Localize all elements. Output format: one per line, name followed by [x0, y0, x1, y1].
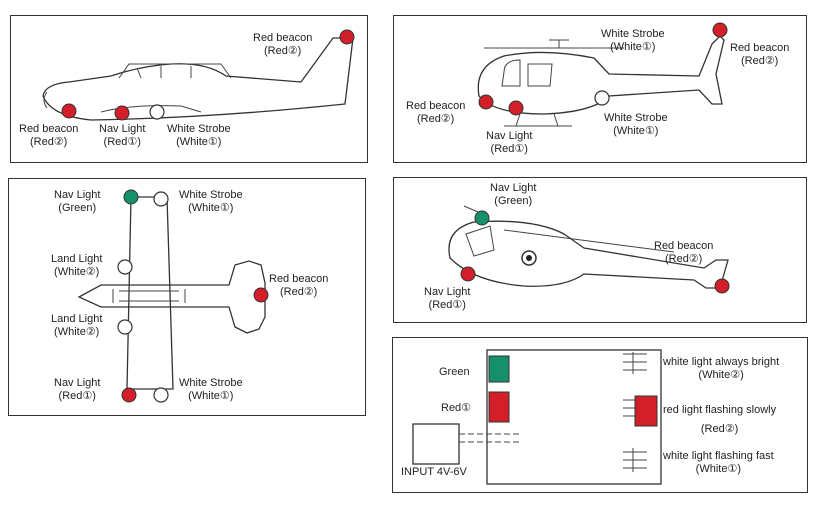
airplane-side-drawing [42, 29, 355, 121]
label-nav-light: Nav Light(Red①) [99, 123, 146, 148]
label-red: Red① [441, 402, 472, 414]
helicopter-angle-drawing [448, 205, 730, 294]
label-nav-light: Nav Light(Red①) [486, 130, 533, 155]
label-red-beacon-tail: Red beacon(Red②) [730, 42, 790, 67]
red-beacon-nose-light [61, 103, 77, 119]
airplane-top-view-panel: Nav Light(Green) White Strobe(White①) La… [8, 178, 366, 416]
nav-light-red [460, 266, 476, 282]
label-output-3: white light flashing fast(White①) [663, 450, 774, 475]
nav-light-green [474, 210, 490, 226]
airplane-top-drawing [77, 189, 269, 403]
airplane-side-view-panel: Red beacon(Red②) Red beacon(Red②) Nav Li… [10, 15, 368, 163]
label-red-beacon-nose: Red beacon(Red②) [19, 123, 79, 148]
wiring-diagram-panel: Green Red① INPUT 4V-6V white light alway… [392, 337, 808, 493]
label-land-light-2: Land Light(White②) [51, 313, 103, 338]
label-red-beacon-tail: Red beacon(Red②) [253, 32, 313, 57]
red-beacon-light [253, 287, 269, 303]
label-green: Green [439, 366, 470, 378]
green-led [488, 355, 510, 383]
white-strobe-top-light [153, 191, 169, 207]
label-land-light-1: Land Light(White②) [51, 253, 103, 278]
land-light-2 [117, 319, 133, 335]
label-red-beacon: Red beacon(Red②) [269, 273, 329, 298]
helicopter-side-drawing [477, 22, 728, 127]
label-strobe-bottom: White Strobe(White①) [179, 377, 243, 402]
label-nav-red: Nav Light(Red①) [54, 377, 101, 402]
label-white-strobe-bottom: White Strobe(White①) [604, 112, 668, 137]
helicopter-side-view-panel: White Strobe(White①) Red beacon(Red②) Re… [393, 15, 807, 163]
red-beacon-tail-light [339, 29, 355, 45]
label-red-beacon-front: Red beacon(Red②) [406, 100, 466, 125]
label-nav-green: Nav Light(Green) [54, 189, 101, 214]
land-light-1 [117, 259, 133, 275]
label-output-2: red light flashing slowly(Red②) [663, 404, 777, 435]
label-output-1: white light always bright(White②) [663, 356, 780, 381]
nav-light-red [121, 387, 137, 403]
white-strobe-bottom-light [153, 387, 169, 403]
label-nav-red: Nav Light(Red①) [424, 286, 471, 311]
white-strobe-light [149, 104, 165, 120]
nav-light-red [114, 105, 130, 121]
white-strobe-light-bottom [594, 90, 610, 106]
label-strobe-top: White Strobe(White①) [179, 189, 243, 214]
red-beacon-tail-light [712, 22, 728, 38]
red-beacon-light [714, 278, 730, 294]
red-led [488, 391, 510, 423]
nav-light-red [508, 100, 524, 116]
wiring-drawing [412, 349, 662, 485]
label-red-beacon: Red beacon(Red②) [654, 240, 714, 265]
label-nav-green: Nav Light(Green) [490, 182, 537, 207]
helicopter-angle-view-panel: Nav Light(Green) Red beacon(Red②) Nav Li… [393, 177, 807, 323]
red-beacon-front-light [478, 94, 494, 110]
label-white-strobe: White Strobe(White①) [167, 123, 231, 148]
nav-light-green [123, 189, 139, 205]
red-output-led [634, 395, 658, 427]
label-white-strobe-top: White Strobe(White①) [601, 28, 665, 53]
label-input: INPUT 4V-6V [401, 466, 467, 478]
